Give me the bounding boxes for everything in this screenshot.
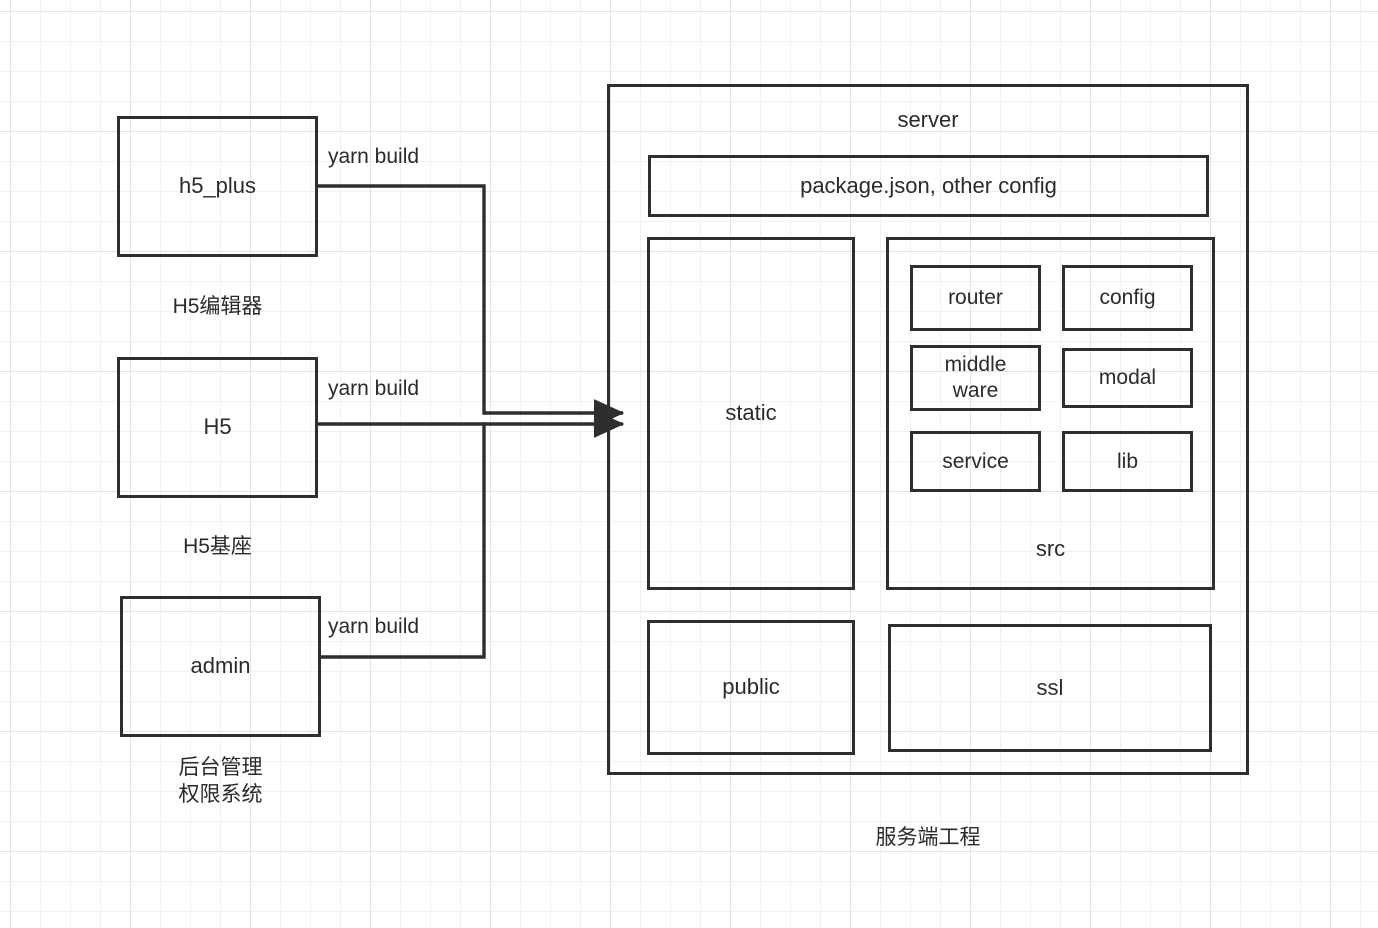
edge-label-h5-plus: yarn build	[328, 145, 420, 168]
container-src[interactable]: src	[886, 237, 1215, 590]
container-server-label: server	[897, 107, 959, 132]
edge-label-admin: yarn build	[328, 615, 420, 638]
edge-label-h5: yarn build	[328, 377, 420, 400]
container-src-label: src	[1035, 536, 1066, 562]
node-static[interactable]: static	[647, 237, 855, 590]
node-static-label: static	[725, 400, 777, 426]
node-service-label: service	[942, 449, 1009, 473]
node-modal[interactable]: modal	[1062, 348, 1193, 408]
node-config[interactable]: config	[1062, 265, 1193, 331]
node-admin-label: admin	[190, 653, 251, 679]
node-lib-label: lib	[1116, 449, 1138, 473]
caption-admin: 后台管理 权限系统	[178, 756, 263, 807]
node-lib[interactable]: lib	[1062, 431, 1193, 492]
node-ssl-label: ssl	[1036, 674, 1064, 700]
node-middleware-label: middle ware	[944, 353, 1007, 402]
node-middleware[interactable]: middle ware	[910, 345, 1041, 411]
node-package-config-label: package.json, other config	[800, 172, 1057, 198]
node-config-label: config	[1099, 286, 1156, 310]
node-public-label: public	[722, 674, 780, 700]
node-package-config[interactable]: package.json, other config	[648, 155, 1209, 217]
node-h5-plus-label: h5_plus	[178, 173, 257, 199]
node-h5[interactable]: H5	[117, 357, 318, 498]
node-router[interactable]: router	[910, 265, 1041, 331]
node-modal-label: modal	[1098, 366, 1157, 390]
caption-server: 服务端工程	[875, 826, 981, 849]
caption-h5: H5基座	[183, 535, 252, 558]
container-server[interactable]: server	[607, 84, 1249, 775]
node-admin[interactable]: admin	[120, 596, 321, 737]
node-ssl[interactable]: ssl	[888, 624, 1212, 752]
caption-h5-plus: H5编辑器	[172, 295, 263, 318]
node-public[interactable]: public	[647, 620, 855, 755]
node-service[interactable]: service	[910, 431, 1041, 492]
node-h5-plus[interactable]: h5_plus	[117, 116, 318, 257]
node-router-label: router	[948, 286, 1003, 310]
node-h5-label: H5	[203, 414, 232, 440]
